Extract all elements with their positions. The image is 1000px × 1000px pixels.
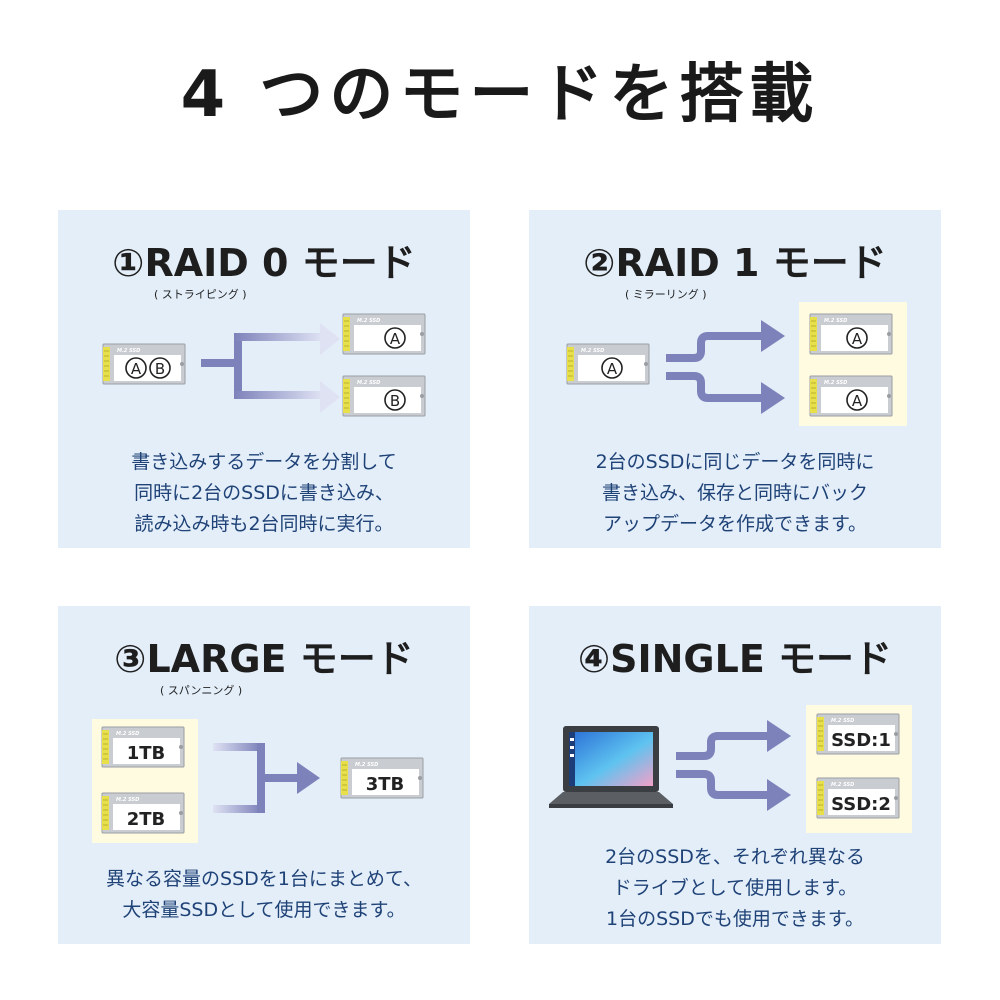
ssd-label: M.2 SSD	[581, 348, 604, 354]
mode-description: 2台のSSDに同じデータを同時に 書き込み、保存と同時にバック アップデータを作…	[529, 447, 941, 540]
target-ssd-1: M.2 SSD SSD:1	[816, 713, 900, 755]
data-block-a-icon	[384, 327, 406, 349]
desc-line: 2台のSSDに同じデータを同時に	[595, 451, 875, 473]
ssd-label: M.2 SSD	[355, 762, 378, 768]
drive-label: SSD:1	[831, 730, 891, 751]
ssd-label: M.2 SSD	[824, 380, 847, 386]
page-title: 4 つのモードを搭載	[180, 58, 820, 132]
laptop-icon	[549, 726, 673, 808]
distribute-arrow-icon	[676, 732, 769, 799]
source-ssd-2tb: M.2 SSD 2TB	[101, 792, 185, 834]
desc-line: 1台のSSDでも使用できます。	[606, 908, 864, 930]
mode-description: 異なる容量のSSDを1台にまとめて、 大容量SSDとして使用できます。	[58, 864, 470, 926]
ssd-label: M.2 SSD	[117, 348, 140, 354]
data-block-b-icon	[149, 357, 171, 379]
mode-title: ①RAID 0 モード	[112, 241, 416, 285]
drive-label: SSD:2	[831, 794, 891, 815]
data-block-a-icon	[601, 357, 623, 379]
mode-description: 2台のSSDを、それぞれ異なる ドライブとして使用します。 1台のSSDでも使用…	[529, 842, 941, 935]
ssd-label: M.2 SSD	[357, 380, 380, 386]
desc-line: 書き込みするデータを分割して	[131, 451, 397, 473]
source-ssd-1tb: M.2 SSD 1TB	[101, 726, 185, 768]
target-ssd-2: M.2 SSD A	[809, 375, 893, 417]
data-mark: B	[390, 392, 400, 410]
target-ssd-3tb: M.2 SSD 3TB	[340, 757, 424, 799]
ssd-label: M.2 SSD	[831, 718, 854, 724]
mode-subtitle: ( ストライピング )	[154, 288, 247, 301]
mode-subtitle: ( ミラーリング )	[625, 288, 707, 301]
target-ssd-a: M.2 SSD A	[342, 313, 426, 355]
data-mark: A	[852, 392, 863, 410]
data-block-a-icon	[125, 357, 147, 379]
mode-description: 書き込みするデータを分割して 同時に2台のSSDに書き込み、 読み込み時も2台同…	[58, 447, 470, 540]
desc-line: 読み込み時も2台同時に実行。	[134, 513, 394, 535]
mode-card-raid1: ②RAID 1 モード ( ミラーリング ) M.2 SSD A M.2 SSD…	[529, 210, 941, 548]
raid1-diagram: M.2 SSD A M.2 SSD A M.2 SSD A	[566, 302, 907, 426]
ssd-label: M.2 SSD	[116, 731, 139, 737]
desc-line: ドライブとして使用します。	[612, 877, 858, 899]
capacity-label: 2TB	[127, 809, 166, 830]
data-mark: B	[155, 360, 165, 378]
data-mark: A	[390, 330, 401, 348]
ssd-label: M.2 SSD	[824, 318, 847, 324]
ssd-label: M.2 SSD	[357, 318, 380, 324]
desc-line: 同時に2台のSSDに書き込み、	[134, 482, 394, 504]
desc-line: 2台のSSDを、それぞれ異なる	[605, 846, 865, 868]
split-arrow-icon	[201, 323, 340, 413]
data-block-a-icon	[846, 327, 868, 349]
mode-card-raid0: ①RAID 0 モード ( ストライピング ) M.2 SSD A B M.2 …	[58, 210, 470, 548]
mode-card-large: ③LARGE モード ( スパンニング ) M.2 SSD 1TB M.2 SS…	[58, 606, 470, 944]
target-ssd-b: M.2 SSD B	[342, 375, 426, 417]
mode-card-single: ④SINGLE モード M.2 SSD SSD:1 M.2 SSD SSD:2	[529, 606, 941, 944]
data-mark: A	[852, 330, 863, 348]
source-ssd: M.2 SSD A	[566, 343, 650, 385]
merge-arrow-icon	[213, 743, 320, 813]
large-diagram: M.2 SSD 1TB M.2 SSD 2TB M.2 SSD 3TB	[92, 719, 424, 843]
mode-title: ④SINGLE モード	[577, 637, 893, 681]
data-block-b-icon	[384, 389, 406, 411]
target-ssd-2: M.2 SSD SSD:2	[816, 777, 900, 819]
desc-line: 大容量SSDとして使用できます。	[122, 899, 406, 921]
mirror-arrow-icon	[666, 332, 763, 402]
ssd-label: M.2 SSD	[831, 782, 854, 788]
single-diagram: M.2 SSD SSD:1 M.2 SSD SSD:2	[549, 705, 912, 833]
desc-line: 書き込み、保存と同時にバック	[601, 482, 868, 504]
raid0-diagram: M.2 SSD A B M.2 SSD A M.2 SSD B	[102, 313, 426, 417]
desc-line: アップデータを作成できます。	[602, 513, 868, 535]
data-mark: A	[607, 360, 618, 378]
source-ssd: M.2 SSD A B	[102, 343, 186, 385]
desc-line: 異なる容量のSSDを1台にまとめて、	[106, 868, 422, 890]
capacity-label: 1TB	[127, 743, 166, 764]
mode-title: ③LARGE モード	[114, 637, 414, 681]
data-block-a-icon	[846, 389, 868, 411]
mode-title: ②RAID 1 モード	[583, 241, 887, 285]
target-ssd-1: M.2 SSD A	[809, 313, 893, 355]
mode-subtitle: ( スパンニング )	[160, 684, 243, 697]
data-mark: A	[131, 360, 142, 378]
ssd-label: M.2 SSD	[116, 797, 139, 803]
capacity-label: 3TB	[366, 774, 405, 795]
